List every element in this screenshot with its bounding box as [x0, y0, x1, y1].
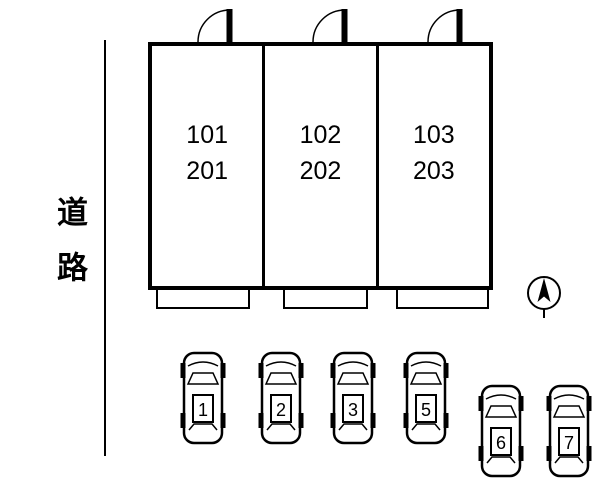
entrance-porch — [396, 290, 489, 309]
car-top-view-icon: 7 — [546, 384, 592, 478]
unit-101-201: 101 201 — [152, 46, 262, 286]
parking-space-number: 5 — [421, 400, 431, 420]
parking-space-number: 2 — [276, 400, 286, 420]
unit-number-second-floor: 203 — [412, 157, 455, 185]
door-swing-icon — [197, 9, 233, 43]
car-top-view-icon: 1 — [180, 351, 226, 445]
parking-space-5: 5 — [403, 351, 449, 445]
parking-space-number: 6 — [496, 433, 506, 453]
door-swing-icon — [427, 9, 463, 43]
parking-space-7: 7 — [546, 384, 592, 478]
parking-space-number: 3 — [348, 400, 358, 420]
parking-space-3: 3 — [330, 351, 376, 445]
door-swing-icon — [312, 9, 348, 43]
parking-space-number: 7 — [564, 433, 574, 453]
parking-space-1: 1 — [180, 351, 226, 445]
car-top-view-icon: 3 — [330, 351, 376, 445]
car-top-view-icon: 6 — [478, 384, 524, 478]
unit-number-first-floor: 102 — [299, 121, 342, 149]
road-boundary-line — [104, 40, 106, 456]
entrance-porch — [156, 290, 250, 309]
road-label: 道路 — [52, 196, 87, 306]
unit-103-203: 103 203 — [375, 46, 489, 286]
entrance-porch — [283, 290, 368, 309]
car-top-view-icon: 2 — [258, 351, 304, 445]
unit-number-second-floor: 201 — [186, 157, 229, 185]
building-outline: 101 201 102 202 103 203 — [148, 42, 493, 290]
parking-space-number: 1 — [198, 400, 208, 420]
parking-space-6: 6 — [478, 384, 524, 478]
unit-number-first-floor: 103 — [412, 121, 455, 149]
unit-number-second-floor: 202 — [299, 157, 342, 185]
unit-number-first-floor: 101 — [186, 121, 229, 149]
parking-space-2: 2 — [258, 351, 304, 445]
unit-102-202: 102 202 — [262, 46, 375, 286]
car-top-view-icon: 5 — [403, 351, 449, 445]
compass-north-icon — [527, 276, 561, 318]
